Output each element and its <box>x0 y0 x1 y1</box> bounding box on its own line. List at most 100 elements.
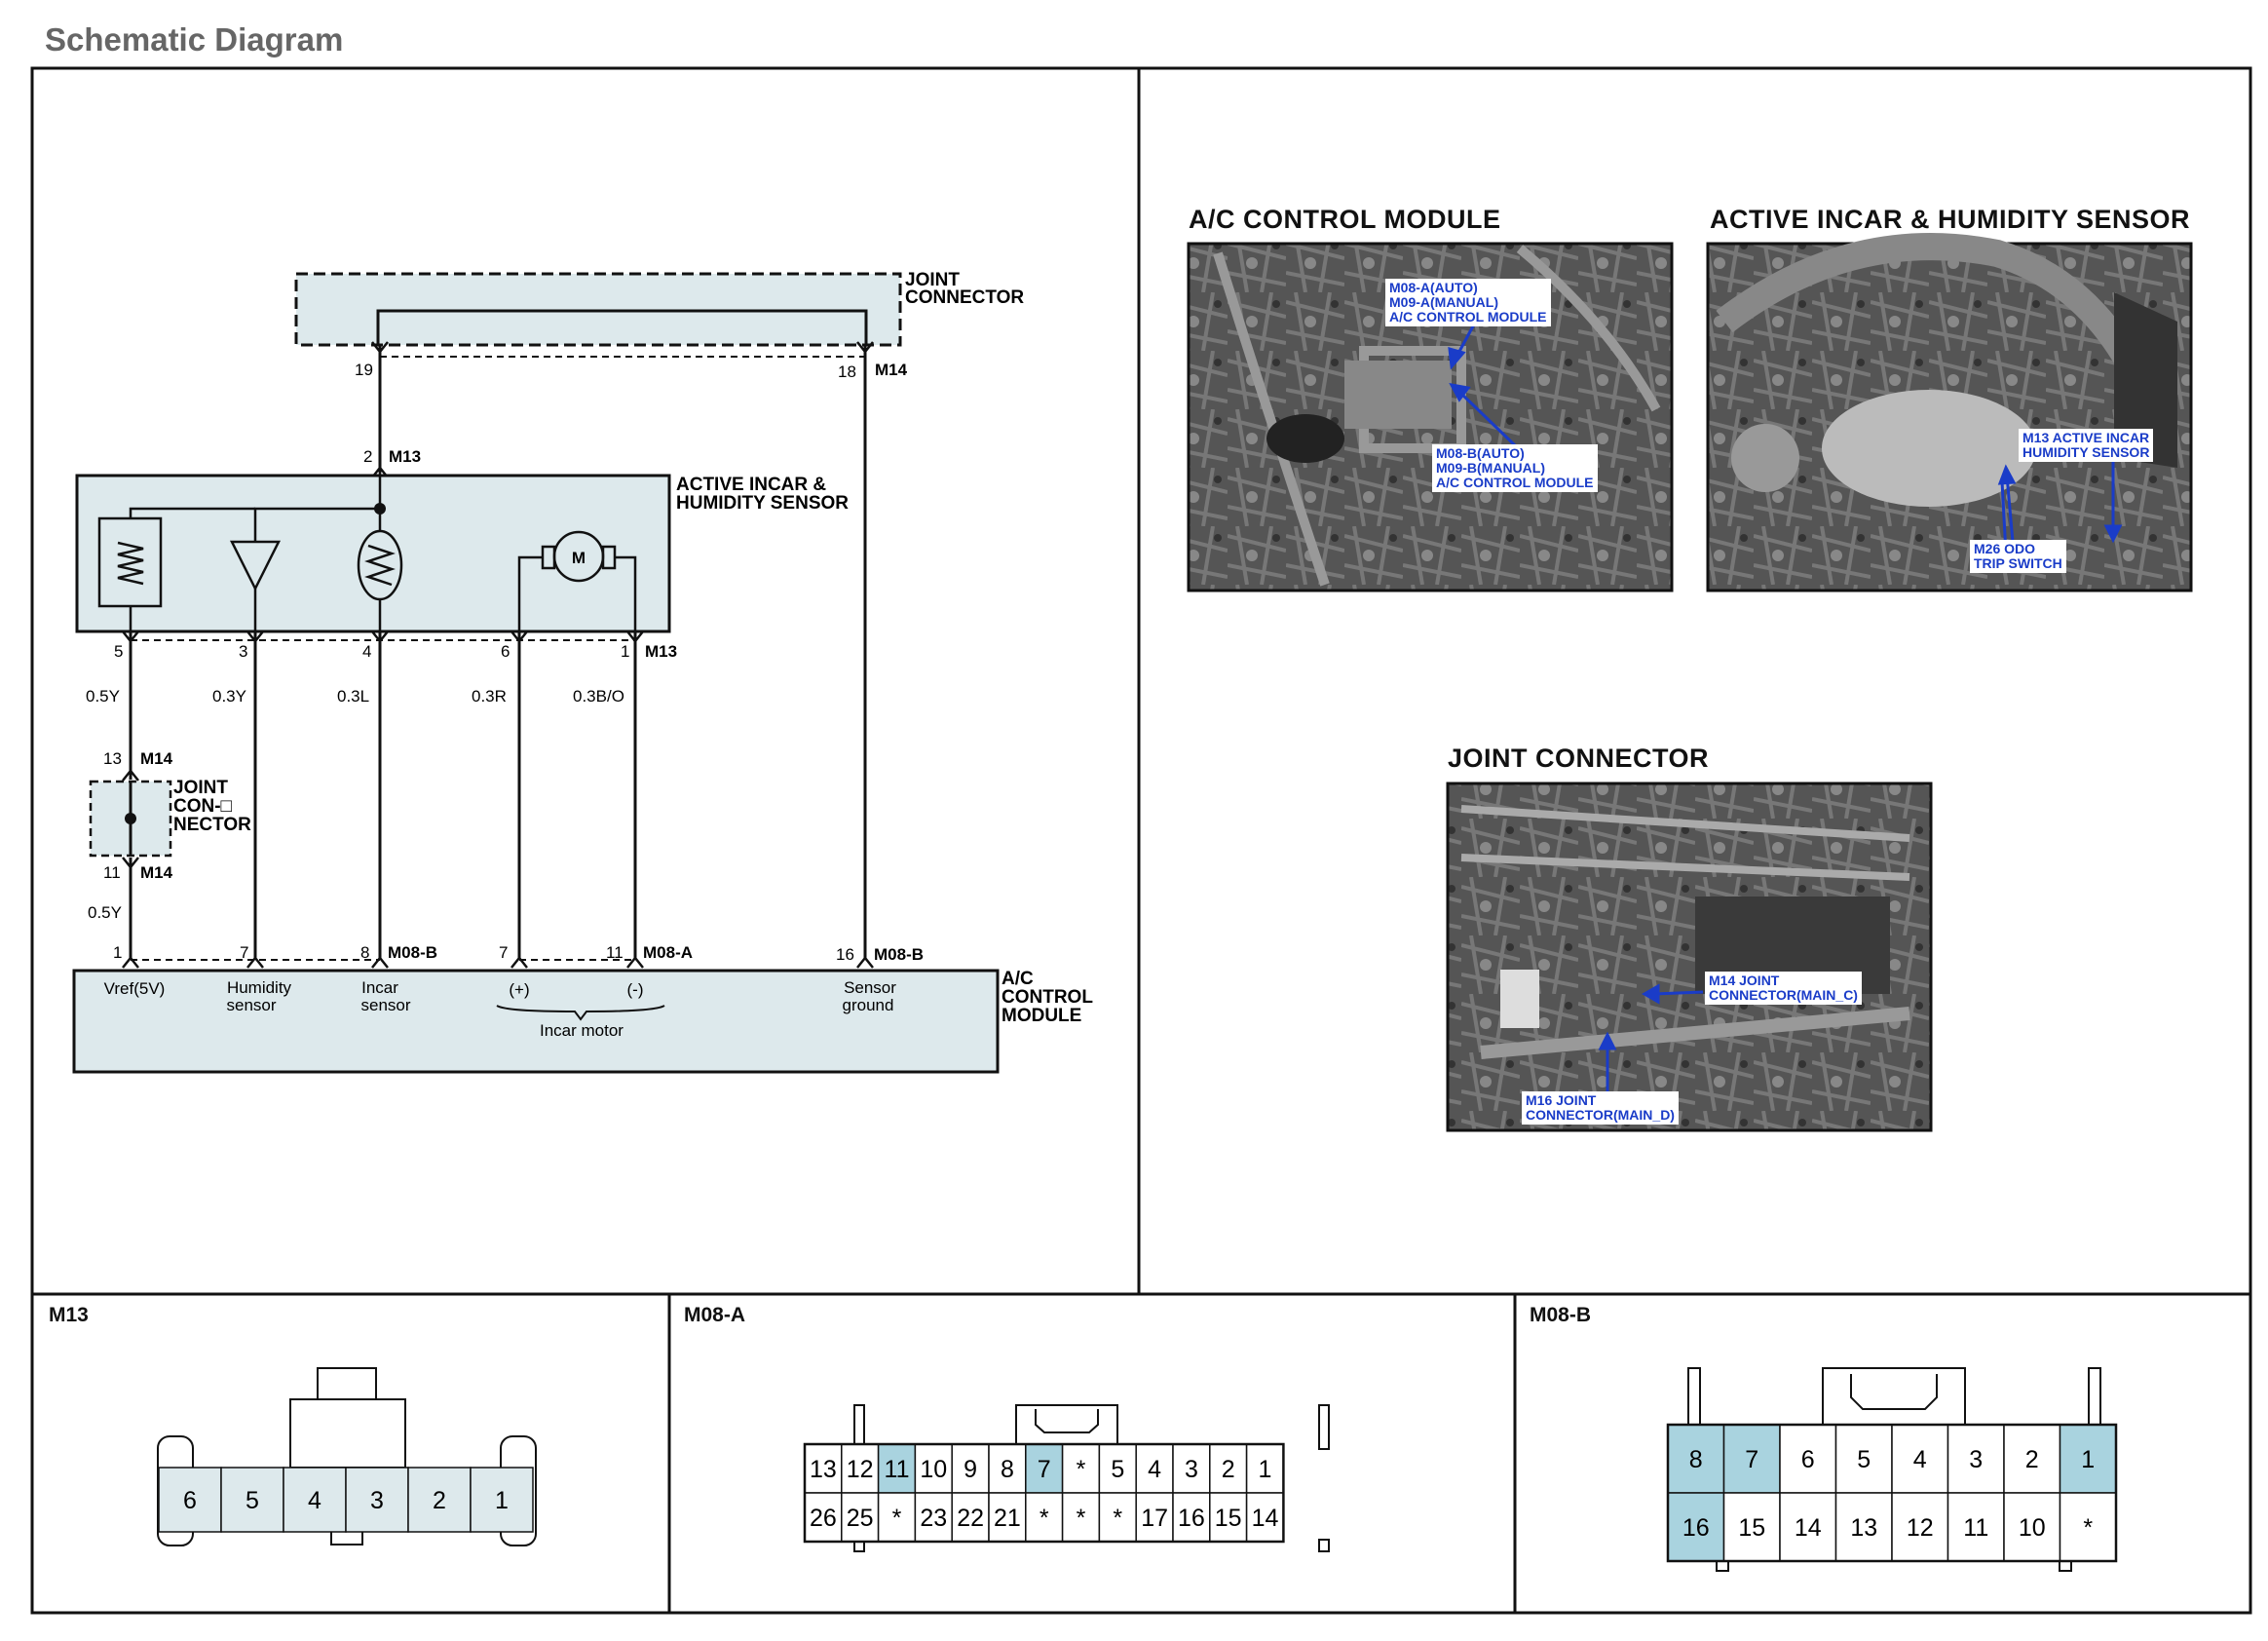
photo-joint-background <box>1446 782 1933 1132</box>
joint-small-label-2: CON-□ <box>173 796 233 817</box>
ac-control-module: 1 7 8 M08-B 7 11 M08-A 16 M08-B A/C CONT… <box>72 943 1093 1074</box>
m08a-pin <box>914 1492 953 1543</box>
m08b-pin <box>2003 1424 2061 1494</box>
incar-label-2: sensor <box>360 996 410 1014</box>
m13-pin-number: 2 <box>433 1487 446 1514</box>
m08b-pin <box>1891 1424 1949 1494</box>
m13-pin <box>345 1467 409 1533</box>
m08b-pin-number: 16 <box>1682 1514 1710 1542</box>
vref-label: Vref(5V) <box>104 979 166 998</box>
joint-connector-small: 13 M14 JOINT CON-□ NECTOR 11 M14 0.5Y <box>88 749 251 922</box>
m13-label: M13 <box>49 1304 89 1326</box>
ac-module-label-1: A/C <box>1002 969 1034 989</box>
m08b-pin-number: 8 <box>1689 1446 1703 1473</box>
m08b-pin <box>1722 1492 1781 1562</box>
joint-connector-label-2: CONNECTOR <box>905 287 1024 308</box>
m08a-pin <box>1245 1492 1285 1543</box>
wire-label: 0.3Y <box>212 687 246 706</box>
ground-label-2: ground <box>843 996 894 1014</box>
m08b-label: M08-B <box>1530 1304 1592 1326</box>
sensor-callout-right: M13 ACTIVE INCAR HUMIDITY SENSOR <box>2019 429 2154 462</box>
m08a-pin-number: 2 <box>1222 1456 1235 1483</box>
ac-connector-b1: M08-B <box>388 943 437 962</box>
joint-photo-title: JOINT CONNECTOR <box>1448 744 1710 773</box>
m08b-pin-number: 7 <box>1745 1446 1758 1473</box>
sensor-pin-4: 4 <box>362 642 371 661</box>
m08a-pin-number: * <box>1077 1505 1086 1532</box>
callout-line: M14 JOINT <box>1709 973 1780 988</box>
m13-pin <box>220 1467 284 1533</box>
sensor-top-pin: 2 <box>363 447 372 466</box>
wire-label: 0.3L <box>337 687 369 706</box>
m08b-pin-number: 15 <box>1738 1514 1765 1542</box>
joint-small-connector-bottom: M14 <box>140 863 173 882</box>
m08b-pin-number: 4 <box>1913 1446 1927 1473</box>
m08a-label: M08-A <box>684 1304 746 1326</box>
wire-labels: 0.5Y 0.3Y 0.3L 0.3R 0.3B/O <box>86 687 624 706</box>
m13-pin-number: 3 <box>370 1487 384 1514</box>
m08b-pin-number: 14 <box>1795 1514 1822 1542</box>
ground-label-1: Sensor <box>844 978 896 997</box>
m08a-pin-number: * <box>892 1505 902 1532</box>
ac-pin-16: 16 <box>836 945 854 964</box>
wire-label: 0.3R <box>472 687 507 706</box>
m08b-pin <box>1667 1424 1725 1494</box>
m13-pin <box>407 1467 472 1533</box>
m08b-pin-number: 1 <box>2081 1446 2095 1473</box>
callout-line: CONNECTOR(MAIN_D) <box>1526 1107 1675 1123</box>
m08b-pin <box>1667 1492 1725 1562</box>
m08b-pin-number: 2 <box>2025 1446 2039 1473</box>
sensor-callout-bottom: M26 ODO TRIP SWITCH <box>1970 540 2066 573</box>
joint-pin-19: 19 <box>355 361 373 379</box>
m08a-pin <box>1135 1492 1174 1543</box>
joint-connector-id: M14 <box>875 361 908 379</box>
ac-pin-8: 8 <box>360 943 369 962</box>
joint-callout-bottom: M16 JOINT CONNECTOR(MAIN_D) <box>1522 1091 1679 1125</box>
m08b-pin <box>1891 1492 1949 1562</box>
motor-symbol: M <box>572 549 586 567</box>
ac-callout-top: M08-A(AUTO) M09-A(MANUAL) A/C CONTROL MO… <box>1385 279 1551 326</box>
m08a-pin-number: 21 <box>994 1505 1021 1532</box>
m08a-pin <box>1209 1492 1248 1543</box>
callout-line: M09-B(MANUAL) <box>1436 460 1545 476</box>
m13-pin <box>158 1467 222 1533</box>
m08a-pin-number: 1 <box>1259 1456 1272 1483</box>
m08a-pin-number: * <box>1113 1505 1122 1532</box>
photo-sensor-background <box>1706 233 2193 592</box>
joint-pin-18: 18 <box>838 363 856 381</box>
wiring <box>129 345 867 960</box>
joint-connector-label-1: JOINT <box>905 270 960 290</box>
m08a-pin-number: 12 <box>847 1456 874 1483</box>
callout-line: M08-A(AUTO) <box>1389 280 1478 295</box>
sensor-photo-title: ACTIVE INCAR & HUMIDITY SENSOR <box>1710 205 2191 234</box>
callout-line: M26 ODO <box>1974 541 2036 556</box>
m08a-pin-number: 26 <box>810 1505 837 1532</box>
ac-pin-11: 11 <box>606 943 624 962</box>
ac-module-label-2: CONTROL <box>1002 987 1093 1008</box>
ac-pin-1: 1 <box>113 943 122 962</box>
callout-line: HUMIDITY SENSOR <box>2022 444 2150 460</box>
humidity-label-1: Humidity <box>227 978 292 997</box>
callout-line: TRIP SWITCH <box>1974 555 2062 571</box>
m08b-pin-number: 11 <box>1963 1514 1988 1542</box>
callout-line: A/C CONTROL MODULE <box>1389 309 1547 324</box>
page-title: Schematic Diagram <box>45 21 344 57</box>
callout-line: M16 JOINT <box>1526 1092 1597 1108</box>
humidity-label-2: sensor <box>226 996 276 1014</box>
callout-line: A/C CONTROL MODULE <box>1436 475 1594 490</box>
ac-pin-7b: 7 <box>499 943 508 962</box>
joint-small-pin-bottom: 11 <box>103 863 121 882</box>
incar-label-1: Incar <box>361 978 398 997</box>
callout-line: M13 ACTIVE INCAR <box>2022 430 2150 445</box>
joint-small-label-1: JOINT <box>173 778 228 798</box>
m08a-pin-number: 8 <box>1001 1456 1014 1483</box>
m08a-pin <box>877 1492 917 1543</box>
m08a-pin <box>1025 1443 1064 1494</box>
connector-dashes <box>131 356 865 961</box>
sensor-pin-5: 5 <box>114 642 123 661</box>
m08a-pin <box>988 1492 1027 1543</box>
wire-label: 0.5Y <box>88 903 122 922</box>
